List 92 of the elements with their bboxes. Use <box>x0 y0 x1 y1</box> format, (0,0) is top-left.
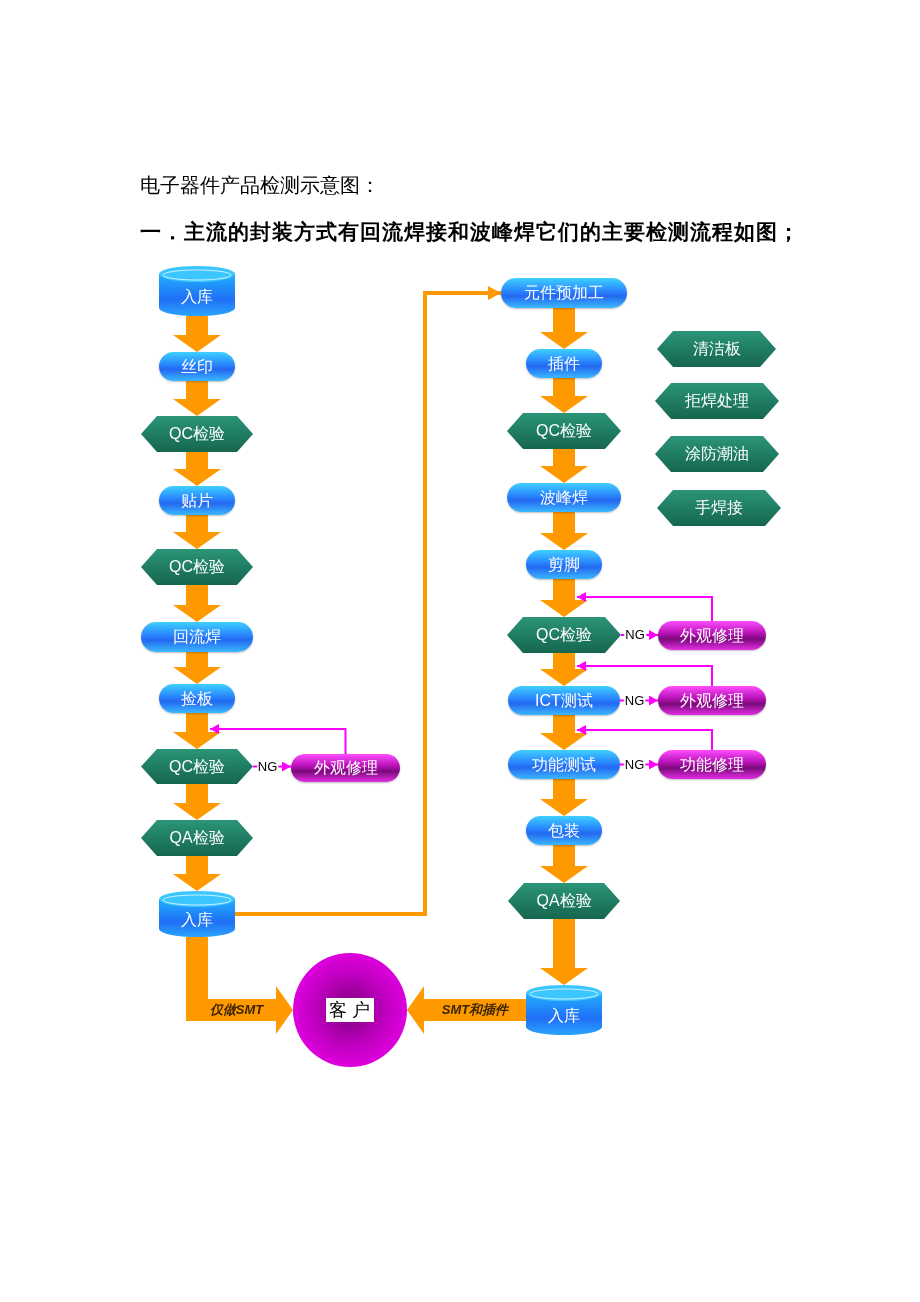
step-label: 外观修理 <box>680 690 744 711</box>
repair-box <box>658 621 766 650</box>
flow-arrow <box>173 713 221 749</box>
step-label: QA检验 <box>169 828 225 848</box>
step-label: 入库 <box>548 1006 580 1026</box>
arrow <box>576 592 713 622</box>
step-label: 回流焊 <box>173 627 221 647</box>
step-label: 涂防潮油 <box>685 444 749 464</box>
edge-label: SMT和插件 <box>440 1002 510 1018</box>
flow-arrow <box>173 381 221 416</box>
process-box <box>507 483 621 512</box>
inspection-hexagon <box>657 331 776 367</box>
step-label: 手焊接 <box>695 498 743 518</box>
step-label: 功能修理 <box>680 754 744 775</box>
page-title: 电子器件产品检测示意图： <box>140 173 380 198</box>
storage-cylinder <box>159 891 235 937</box>
step-label: ICT测试 <box>535 690 593 711</box>
step-label: QC检验 <box>536 421 592 441</box>
inspection-hexagon <box>508 883 620 919</box>
process-box <box>501 278 627 308</box>
flow-arrow <box>173 316 221 352</box>
inspection-hexagon <box>655 383 779 419</box>
arrow <box>235 286 501 916</box>
flow-arrow <box>540 308 588 349</box>
flow-arrow <box>173 652 221 684</box>
edge-label: NG <box>624 628 646 642</box>
flow-arrow <box>173 585 221 622</box>
flow-arrow <box>540 779 588 816</box>
inspection-hexagon <box>141 416 253 452</box>
flow-arrow <box>540 378 588 413</box>
storage-cylinder <box>159 266 235 316</box>
flow-arrow <box>540 715 588 750</box>
step-label: 拒焊处理 <box>685 391 749 411</box>
inspection-hexagon <box>507 413 621 449</box>
step-label: 入库 <box>181 287 213 307</box>
process-box <box>159 352 235 381</box>
flow-arrow <box>173 856 221 891</box>
step-label: 剪脚 <box>548 554 580 575</box>
step-label: 功能测试 <box>532 754 596 775</box>
step-label: 包装 <box>548 820 580 841</box>
flow-arrow <box>540 653 588 686</box>
step-label: 插件 <box>548 353 580 374</box>
step-label: QC检验 <box>536 625 592 645</box>
step-label: 捡板 <box>181 688 213 709</box>
process-box <box>159 684 235 713</box>
step-label: 元件预加工 <box>524 283 604 303</box>
step-label: 贴片 <box>181 490 213 511</box>
flow-arrow <box>540 512 588 550</box>
step-label: 入库 <box>181 910 213 930</box>
process-box <box>159 486 235 515</box>
flow-arrow <box>540 919 588 985</box>
inspection-hexagon <box>657 490 781 526</box>
step-label: QC检验 <box>169 557 225 577</box>
edge-label: NG <box>623 693 646 708</box>
flow-arrow <box>173 515 221 549</box>
process-box <box>526 816 602 845</box>
repair-box <box>291 754 400 782</box>
edge-label: NG <box>256 759 279 774</box>
step-label: 清洁板 <box>692 339 741 359</box>
flow-arrow <box>540 579 588 617</box>
inspection-hexagon <box>141 820 253 856</box>
step-label: 外观修理 <box>313 758 378 778</box>
process-box <box>526 349 602 378</box>
process-box <box>141 622 253 652</box>
arrow <box>576 725 713 751</box>
section-heading: 一．主流的封装方式有回流焊接和波峰焊它们的主要检测流程如图； <box>140 219 800 246</box>
edge-label: NG <box>623 757 646 772</box>
repair-box <box>658 750 766 779</box>
flow-arrow <box>407 986 526 1034</box>
arrow <box>209 724 347 755</box>
customer-label: 客 户 <box>326 998 374 1022</box>
process-box <box>526 550 602 579</box>
step-label: QC检验 <box>169 756 225 777</box>
process-box <box>508 750 620 779</box>
inspection-hexagon <box>507 617 621 653</box>
inspection-hexagon <box>141 549 253 585</box>
repair-box <box>658 686 766 715</box>
inspection-hexagon <box>655 436 779 472</box>
storage-cylinder <box>526 985 602 1035</box>
inspection-hexagon <box>141 749 253 784</box>
flow-arrow <box>173 452 221 486</box>
flow-arrow <box>173 784 221 820</box>
step-label: QC检验 <box>169 424 225 444</box>
arrow <box>576 661 713 687</box>
step-label: QA检验 <box>536 891 592 911</box>
flow-arrow <box>540 845 588 883</box>
step-label: 丝印 <box>181 356 213 377</box>
process-box <box>508 686 620 715</box>
step-label: 外观修理 <box>680 625 744 646</box>
step-label: 波峰焊 <box>540 487 588 508</box>
flow-arrow <box>540 449 588 483</box>
edge-label: 仅做SMT <box>208 1002 265 1018</box>
